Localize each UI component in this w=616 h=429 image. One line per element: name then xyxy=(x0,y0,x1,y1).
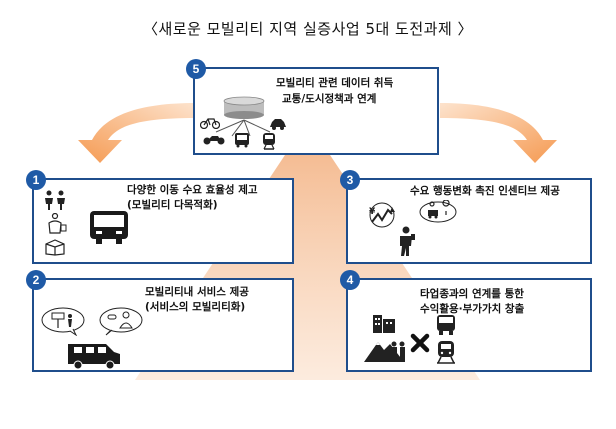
database-icon xyxy=(223,96,265,119)
motorcycle-icon xyxy=(203,136,225,145)
challenge-4-line1: 타업종과의 연계를 통한 xyxy=(420,288,524,300)
bus-icon xyxy=(90,211,128,244)
delivery-location-icon xyxy=(419,200,457,223)
challenge-box-5 xyxy=(193,67,439,155)
challenge-number-2: 2 xyxy=(26,270,46,290)
train-icon xyxy=(263,133,275,150)
store-sign-icon xyxy=(41,307,85,336)
people-icon xyxy=(45,190,65,210)
challenge-1-line1: 다양한 이동 수요 효율성 제고 xyxy=(127,184,258,196)
page-title: 〈새로운 모빌리티 지역 실증사업 5대 도전과제 〉 xyxy=(142,20,474,38)
buildings-icon xyxy=(373,315,395,333)
bicycle-icon xyxy=(200,118,220,129)
challenge-1-line2: (모빌리티 다목적화) xyxy=(127,199,218,211)
train-icon xyxy=(437,341,455,364)
curved-arrow-left xyxy=(78,103,195,163)
challenge-5-line1: 모빌리티 관련 데이터 취득 xyxy=(276,77,394,89)
svg-text:¥: ¥ xyxy=(369,207,376,217)
yen-chart-icon: ¥ xyxy=(369,202,395,228)
service-van-icon xyxy=(68,344,120,370)
challenge-5-line2: 교통/도시정책과 연계 xyxy=(282,93,377,105)
doctor-icon xyxy=(99,307,143,336)
challenge-4-line2: 수익활용·부가가치 창출 xyxy=(420,303,525,315)
challenge-number-5: 5 xyxy=(186,59,206,79)
person-with-phone-icon xyxy=(400,226,415,256)
parcel-box-icon xyxy=(45,239,65,256)
challenge-number-4: 4 xyxy=(340,270,360,290)
challenge-number-3: 3 xyxy=(340,170,360,190)
challenge-3-line1: 수요 행동변화 촉진 인센티브 제공 xyxy=(410,185,560,197)
connection-lines xyxy=(215,119,271,137)
challenge-number-1: 1 xyxy=(26,170,46,190)
cross-icon xyxy=(410,333,430,353)
car-icon xyxy=(270,119,286,130)
person-with-bag-icon xyxy=(48,213,67,234)
curved-arrow-right xyxy=(440,103,557,163)
challenge-2-line1: 모빌리티내 서비스 제공 xyxy=(145,286,249,298)
bus-icon xyxy=(437,315,455,335)
challenge-box-1 xyxy=(32,178,294,264)
challenge-2-line2: (서비스의 모빌리티화) xyxy=(145,301,246,313)
tourists-mountain-icon xyxy=(364,341,405,362)
challenge-box-3 xyxy=(346,178,592,264)
bus-icon xyxy=(235,133,249,148)
